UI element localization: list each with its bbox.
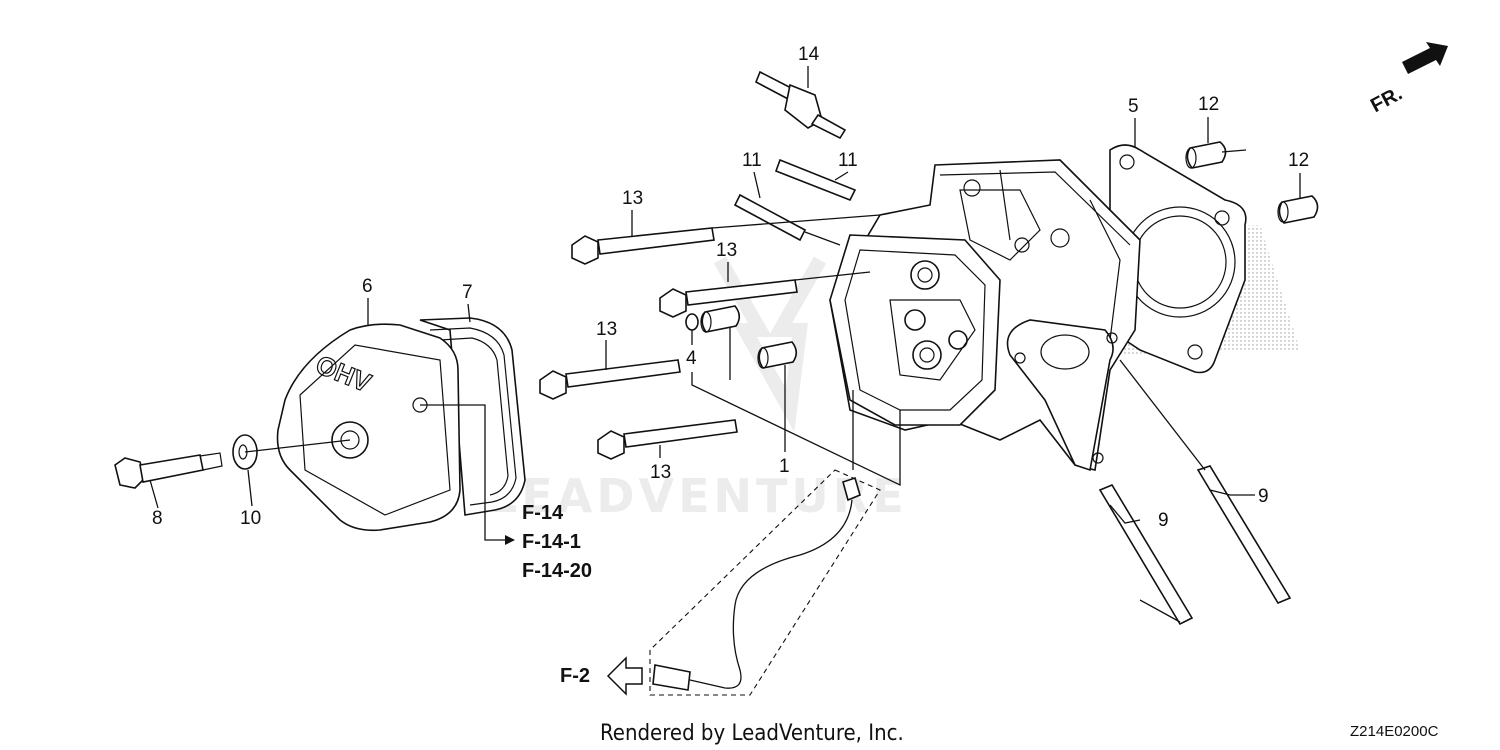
label-7: 7: [462, 282, 473, 303]
label-5: 5: [1128, 96, 1139, 117]
label-8: 8: [152, 508, 163, 529]
ref-f-14[interactable]: F-14: [522, 502, 564, 524]
label-14: 14: [798, 44, 820, 65]
valve-cover: OHV: [276, 323, 461, 532]
footer-credit: Rendered by LeadVenture, Inc.: [600, 721, 904, 746]
label-13c: 13: [596, 319, 617, 340]
dowel-12-right: [1277, 195, 1319, 224]
front-indicator: FR.: [1367, 42, 1448, 117]
watermark: LEADVENTURE: [488, 256, 908, 523]
label-13d: 13: [650, 462, 671, 483]
dowel-12-top: [1185, 141, 1227, 169]
head-gasket: [1109, 144, 1247, 374]
ref-f-14-1[interactable]: F-14-1: [522, 531, 581, 553]
stud-11-left: [733, 193, 807, 242]
ref-f-2[interactable]: F-2: [560, 665, 590, 687]
cylinder-head: [829, 159, 1141, 472]
stud-11-right: [774, 158, 857, 202]
label-11a: 11: [742, 150, 762, 171]
label-6: 6: [362, 276, 373, 297]
front-arrow-icon: [1402, 42, 1448, 74]
front-label: FR.: [1367, 83, 1406, 118]
arrow-left-icon: [606, 656, 643, 696]
oil-sensor-wire: [649, 469, 881, 696]
label-10: 10: [240, 508, 261, 529]
watermark-text: LEADVENTURE: [488, 469, 908, 523]
bolt-13-bottom: [597, 419, 738, 460]
label-9a: 9: [1158, 510, 1169, 531]
label-12b: 12: [1288, 150, 1309, 171]
bolt-13-top: [571, 227, 715, 265]
leader-lines: [149, 66, 1301, 623]
label-13b: 13: [716, 240, 737, 261]
ref-f-14-20[interactable]: F-14-20: [522, 560, 592, 582]
dowel-4-washer: [685, 305, 798, 369]
bolt-8: [114, 452, 223, 489]
label-13a: 13: [622, 188, 643, 209]
part-labels: 14 11 11 5 12 12 13 13 13 13 6 7 4 1 8 1…: [152, 44, 1309, 531]
valve-cover-gasket: [419, 317, 526, 516]
diagram-code: Z214E0200C: [1350, 723, 1439, 740]
label-9b: 9: [1258, 486, 1269, 507]
label-4: 4: [686, 348, 697, 369]
stud-9-right: [1196, 465, 1292, 605]
bolt-13-lower-mid: [539, 359, 681, 400]
label-1: 1: [779, 456, 790, 477]
bolt-13-upper-mid: [659, 279, 798, 318]
spark-plug-14: [754, 70, 847, 140]
label-11b: 11: [838, 150, 858, 171]
label-12a: 12: [1198, 94, 1219, 115]
reference-links: F-14 F-14-1 F-14-20 F-2: [522, 502, 643, 696]
